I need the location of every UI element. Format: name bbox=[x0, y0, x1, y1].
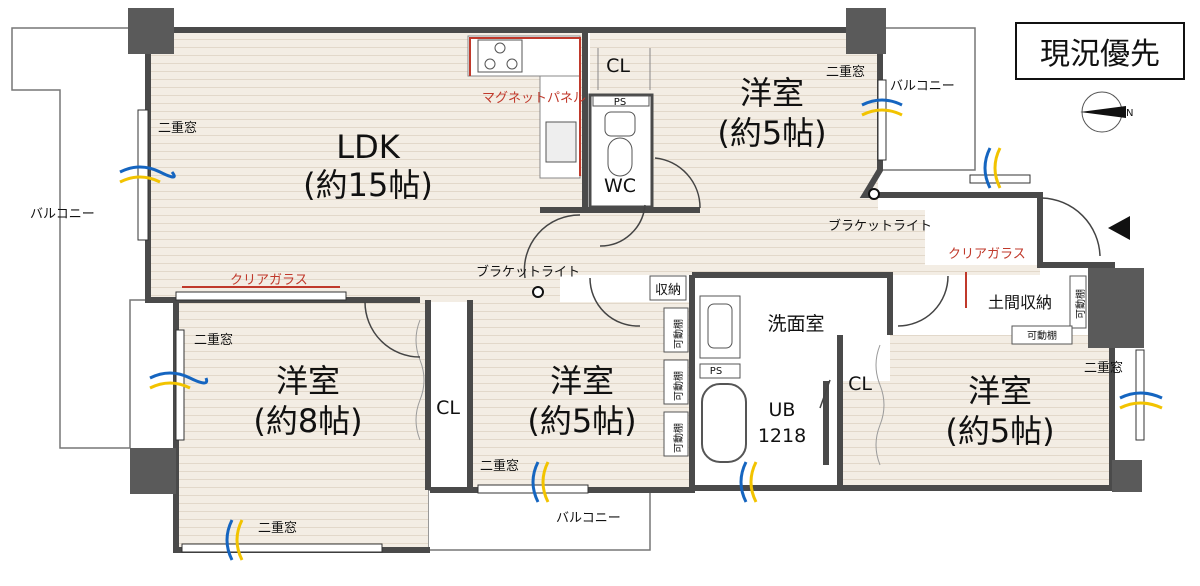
ldk-name: LDK bbox=[336, 128, 400, 166]
western-room-1-name: 洋室 bbox=[740, 74, 804, 112]
clear-glass-label-2: クリアガラス bbox=[948, 247, 1026, 262]
wash-basin bbox=[699, 295, 741, 359]
double-window-6: 二重窓 bbox=[1084, 360, 1123, 376]
columns bbox=[128, 8, 1144, 494]
movable-shelf-label-3: 可動棚 bbox=[672, 423, 685, 453]
double-window-4: 二重窓 bbox=[480, 458, 519, 474]
double-window-5: 二重窓 bbox=[826, 64, 865, 80]
cl-label-1: CL bbox=[606, 55, 630, 77]
balcony-west bbox=[11, 27, 149, 449]
ub-model: 1218 bbox=[758, 425, 806, 447]
balcony-label-south: バルコニー bbox=[556, 511, 621, 526]
bracket-light-icon bbox=[868, 188, 880, 200]
double-window-2: 二重窓 bbox=[194, 332, 233, 348]
movable-shelf-label-1: 可動棚 bbox=[672, 319, 685, 349]
western-room-2-floor bbox=[176, 302, 428, 548]
western-room-2-name: 洋室 bbox=[276, 362, 340, 400]
balcony-label-west: バルコニー bbox=[30, 207, 95, 222]
wind-flow-icons bbox=[119, 98, 1163, 561]
entrance-arrow-icon bbox=[1108, 216, 1130, 240]
double-window-1: 二重窓 bbox=[158, 120, 197, 136]
entrance-floor bbox=[925, 195, 1040, 265]
cl-label-2: CL bbox=[436, 397, 460, 419]
western-room-4-name: 洋室 bbox=[968, 372, 1032, 410]
bracket-light-label-1: ブラケットライト bbox=[476, 264, 580, 280]
bracket-light-label-2: ブラケットライト bbox=[828, 218, 932, 234]
closets bbox=[415, 48, 885, 466]
western-room-2-size: (約8帖) bbox=[253, 402, 362, 440]
ps-label-1: PS bbox=[614, 97, 626, 108]
svg-text:N: N bbox=[1126, 108, 1133, 119]
western-room-1-size: (約5帖) bbox=[717, 114, 826, 152]
movable-shelf-label-5: 可動棚 bbox=[1027, 329, 1057, 342]
storage-label: 収納 bbox=[655, 283, 681, 298]
current-condition-badge: 現況優先 bbox=[1015, 22, 1185, 80]
cl-label-3: CL bbox=[848, 373, 872, 395]
movable-shelf-label-2: 可動棚 bbox=[672, 371, 685, 401]
balcony-label-east: バルコニー bbox=[890, 79, 955, 94]
movable-shelf-label-4: 可動棚 bbox=[1074, 289, 1087, 319]
double-window-3: 二重窓 bbox=[258, 520, 297, 536]
ps-label-2: PS bbox=[710, 366, 722, 377]
ldk-floor bbox=[150, 30, 585, 302]
balcony-east bbox=[879, 27, 976, 171]
shelves bbox=[649, 275, 1087, 457]
ldk-size: (約15帖) bbox=[303, 166, 433, 204]
western-room-3-size: (約5帖) bbox=[527, 402, 636, 440]
kitchen bbox=[467, 35, 581, 179]
ub-label: UB bbox=[769, 399, 796, 421]
magnet-panel-label: マグネットパネル bbox=[482, 91, 586, 106]
bathtub bbox=[699, 363, 747, 463]
wc-room bbox=[588, 93, 654, 209]
western-room-4-size: (約5帖) bbox=[945, 412, 1054, 450]
western-room-3-floor bbox=[470, 302, 692, 488]
clear-glass-label-1: クリアガラス bbox=[230, 273, 308, 288]
washroom-label: 洗面室 bbox=[767, 313, 824, 335]
clear-glass bbox=[175, 272, 967, 308]
bracket-light-icon bbox=[532, 286, 544, 298]
wc-label: WC bbox=[604, 175, 636, 197]
compass-icon: N bbox=[1080, 91, 1133, 133]
door-swings bbox=[364, 157, 1101, 409]
doma-storage-label: 土間収納 bbox=[988, 293, 1052, 312]
western-room-3-name: 洋室 bbox=[550, 362, 614, 400]
